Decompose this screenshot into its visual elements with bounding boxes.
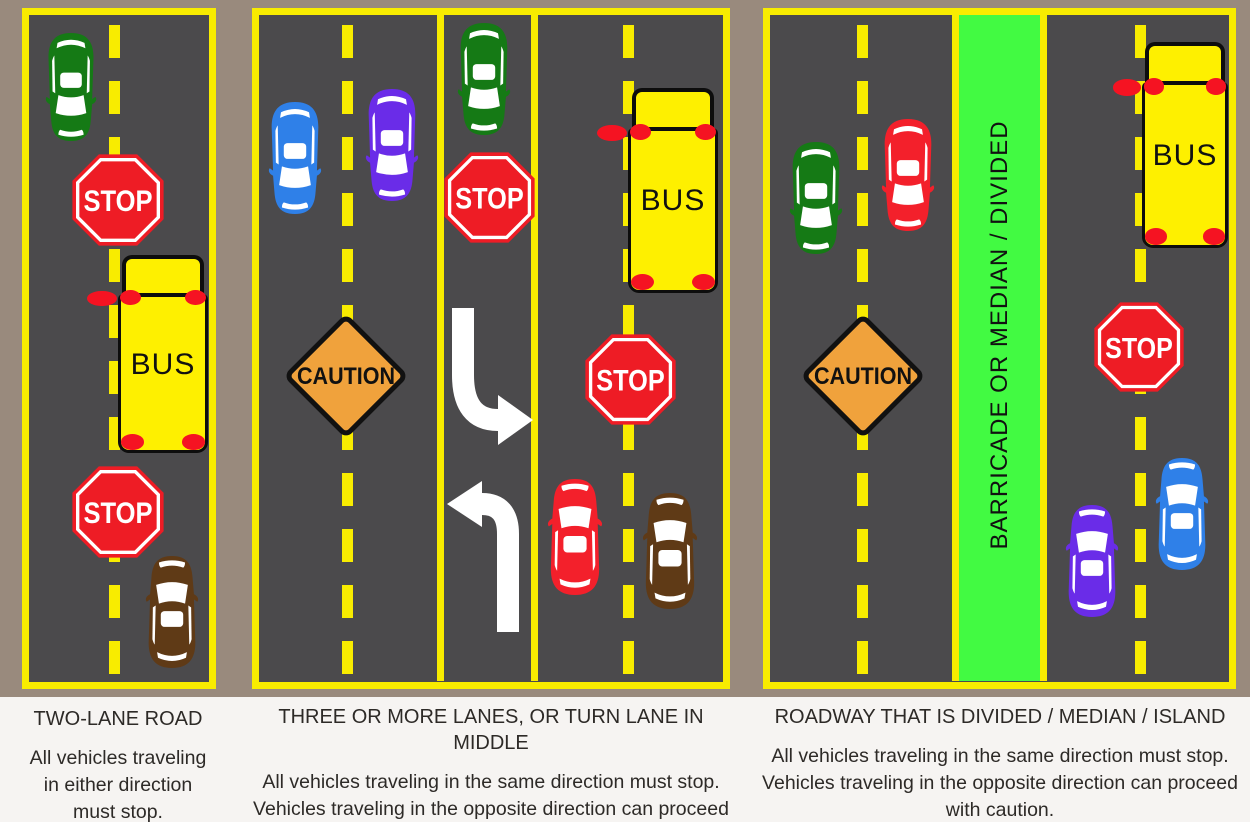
panel-description-line: Vehicles traveling in the opposite direc… (253, 798, 729, 820)
panel-description-line: All vehicles traveling in the same direc… (262, 771, 720, 793)
panel-description-line: Vehicles traveling in the opposite direc… (762, 772, 1238, 794)
bus-rear-light (1144, 228, 1167, 245)
bus-front-light (184, 289, 207, 306)
red-car (880, 112, 936, 238)
panel-title: ROADWAY THAT IS DIVIDED / MEDIAN / ISLAN… (774, 706, 1226, 728)
purple-car (1064, 498, 1120, 624)
center-dashed-line (109, 15, 120, 681)
bus-label: BUS (130, 348, 196, 382)
panel-description-line: in either direction (43, 774, 193, 796)
bus-body (628, 127, 718, 293)
turn-lane-solid-line (531, 15, 538, 681)
green-car (788, 135, 844, 261)
school-bus: BUS (87, 255, 208, 453)
blue-car (267, 95, 323, 221)
panel-description-line: All vehicles traveling (29, 747, 207, 769)
panel-title: TWO-LANE ROAD (33, 708, 203, 730)
bus-rear-light (691, 273, 716, 290)
stop-sign (70, 464, 166, 560)
green-car (44, 25, 98, 149)
bus-rear-light (1203, 228, 1226, 245)
bus-body (1142, 82, 1228, 248)
bus-stop-arm-light (597, 124, 628, 142)
stop-sign (583, 332, 678, 427)
caption-strip: TWO-LANE ROAD All vehicles traveling in … (0, 697, 1250, 822)
bus-rear-light (181, 434, 206, 451)
bus-hood (631, 88, 715, 132)
turn-arrow-right-icon (452, 308, 533, 445)
panel-two-lane-road: BUS (22, 8, 216, 689)
panel-description-line: must stop. (73, 801, 163, 822)
bus-body (118, 293, 208, 453)
bus-front-light (1205, 78, 1227, 95)
panel-title: THREE OR MORE LANES, OR TURN LANE IN MID… (278, 706, 704, 754)
panel-divided-roadway: BARRICADE OR MEDIAN / DIVIDED BUS (763, 8, 1236, 689)
panel-description-line: with caution. (945, 799, 1055, 821)
bus-stop-arm-light (87, 290, 118, 307)
bus-front-light (1143, 78, 1165, 95)
bus-label: BUS (1152, 138, 1218, 172)
turn-arrow-left-icon (447, 481, 519, 632)
bus-label: BUS (640, 184, 706, 218)
bus-front-light (694, 123, 717, 141)
bus-rear-light (120, 434, 145, 451)
bus-rear-light (630, 273, 655, 290)
caption-two-lane-road: TWO-LANE ROAD All vehicles traveling in … (10, 706, 226, 822)
panel-three-or-more-lanes: BUS (252, 8, 730, 689)
bus-stop-arm-light (1112, 79, 1142, 96)
median-label: BARRICADE OR MEDIAN / DIVIDED (985, 120, 1013, 550)
school-bus: BUS (1112, 42, 1228, 248)
bus-front-light (629, 123, 652, 141)
stop-sign (70, 152, 166, 248)
stop-sign (442, 150, 537, 245)
green-car (456, 16, 512, 142)
red-car (546, 473, 604, 601)
caption-divided-roadway: ROADWAY THAT IS DIVIDED / MEDIAN / ISLAN… (748, 704, 1250, 822)
stop-sign (1092, 300, 1186, 394)
brown-car (641, 487, 699, 615)
caption-three-or-more-lanes: THREE OR MORE LANES, OR TURN LANE IN MID… (239, 704, 743, 822)
bus-front-light (119, 289, 142, 306)
caution-sign (793, 306, 933, 446)
median-strip: BARRICADE OR MEDIAN / DIVIDED (952, 15, 1047, 681)
blue-car (1154, 450, 1210, 578)
caution-sign (276, 306, 416, 446)
bus-hood (1145, 42, 1225, 86)
purple-car (364, 82, 420, 208)
brown-car (144, 550, 200, 674)
school-bus: BUS (597, 88, 718, 293)
turn-lane-solid-line (437, 15, 444, 681)
panel-description-line: All vehicles traveling in the same direc… (771, 745, 1229, 767)
turn-lane-arrows (447, 308, 533, 632)
